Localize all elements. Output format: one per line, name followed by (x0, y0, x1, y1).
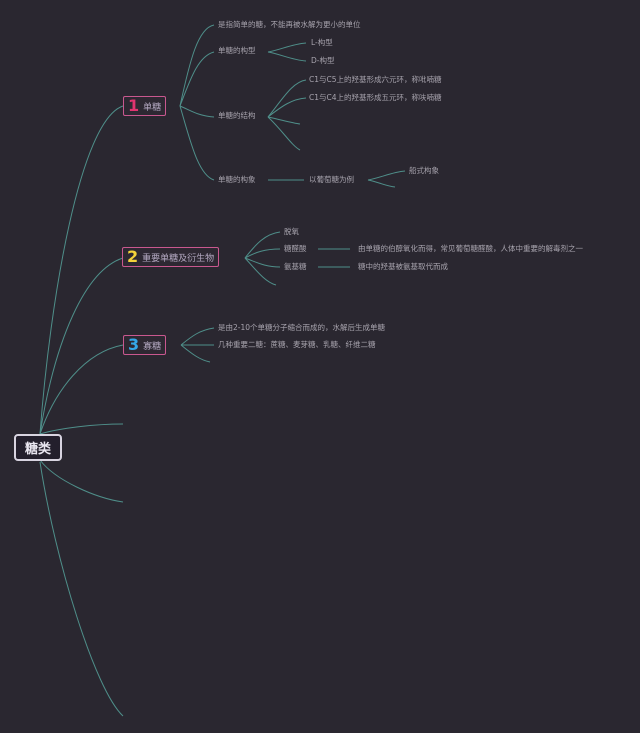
connector-example-empty (367, 179, 396, 188)
connector-1-conformation (179, 105, 215, 181)
monosaccharide-conformation[interactable]: 单糖的构象 (218, 175, 256, 184)
monosaccharide-structure[interactable]: 单糖的结构 (218, 111, 256, 120)
connector-root-empty-3 (39, 461, 124, 717)
chair-conformation[interactable]: 船式构象 (409, 166, 439, 175)
branch-1-node[interactable]: 1 单糖 (123, 96, 167, 116)
uronic-acid[interactable]: 糖醛酸 (284, 244, 307, 253)
connector-1-definition (179, 24, 215, 107)
l-configuration[interactable]: L-构型 (311, 38, 333, 47)
amino-sugar[interactable]: 氨基糖 (284, 262, 307, 271)
branch-1-label: 单糖 (143, 102, 162, 113)
deoxy-sugar[interactable]: 脱氧 (284, 227, 299, 236)
connector-root-2 (39, 257, 124, 435)
connector-root-empty-2 (39, 459, 124, 503)
uronic-acid-description[interactable]: 由单糖的伯醇氧化而得，常见葡萄糖醛酸，人体中重要的解毒剂之一 (358, 244, 583, 253)
monosaccharide-configuration[interactable]: 单糖的构型 (218, 46, 256, 55)
oligosaccharide-definition[interactable]: 是由2-10个单糖分子缩合而成的，水解后生成单糖 (218, 323, 386, 332)
root-node[interactable]: 糖类 (14, 434, 62, 461)
branch-2-node[interactable]: 2 重要单糖及衍生物 (122, 247, 220, 267)
connector-example-chair (367, 170, 406, 181)
branch-2-number: 2 (127, 247, 139, 266)
connector-struct-empty-1 (267, 116, 301, 125)
d-configuration[interactable]: D-构型 (311, 56, 335, 65)
connector-1-structure (179, 105, 215, 118)
connector-1-configuration (179, 51, 215, 107)
glucose-example[interactable]: 以葡萄糖为例 (309, 175, 354, 184)
connector-2-uronic (244, 248, 281, 259)
branch-3-node[interactable]: 3 寡糖 (123, 335, 167, 355)
branch-2-label: 重要单糖及衍生物 (142, 253, 215, 264)
connector-root-empty-1 (39, 423, 124, 435)
branch-3-label: 寡糖 (143, 341, 162, 352)
connector-struct-pyranose (267, 79, 307, 118)
monosaccharide-definition[interactable]: 是指简单的糖，不能再被水解为更小的单位 (218, 20, 361, 29)
connector-config-l (267, 42, 307, 53)
connector-2-empty (244, 257, 277, 286)
branch-3-number: 3 (128, 335, 140, 354)
connector-root-1 (39, 105, 124, 435)
connector-2-amino (244, 257, 281, 268)
connector-struct-empty-2 (267, 116, 301, 151)
connector-struct-furanose (267, 97, 307, 118)
connector-root-3 (39, 344, 124, 435)
disaccharides-list[interactable]: 几种重要二糖：蔗糖、麦芽糖、乳糖、纤维二糖 (218, 340, 376, 349)
branch-1-number: 1 (128, 96, 140, 115)
root-label: 糖类 (24, 442, 51, 457)
connector-config-d (267, 51, 307, 62)
connector-2-deoxy (244, 231, 281, 259)
connector-3-empty (180, 344, 211, 363)
furanose-text[interactable]: C1与C4上的羟基形成五元环，称呋喃糖 (309, 93, 442, 102)
pyranose-text[interactable]: C1与C5上的羟基形成六元环，称吡喃糖 (309, 75, 442, 84)
amino-sugar-description[interactable]: 糖中的羟基被氨基取代而成 (358, 262, 448, 271)
connector-3-definition (180, 327, 215, 346)
